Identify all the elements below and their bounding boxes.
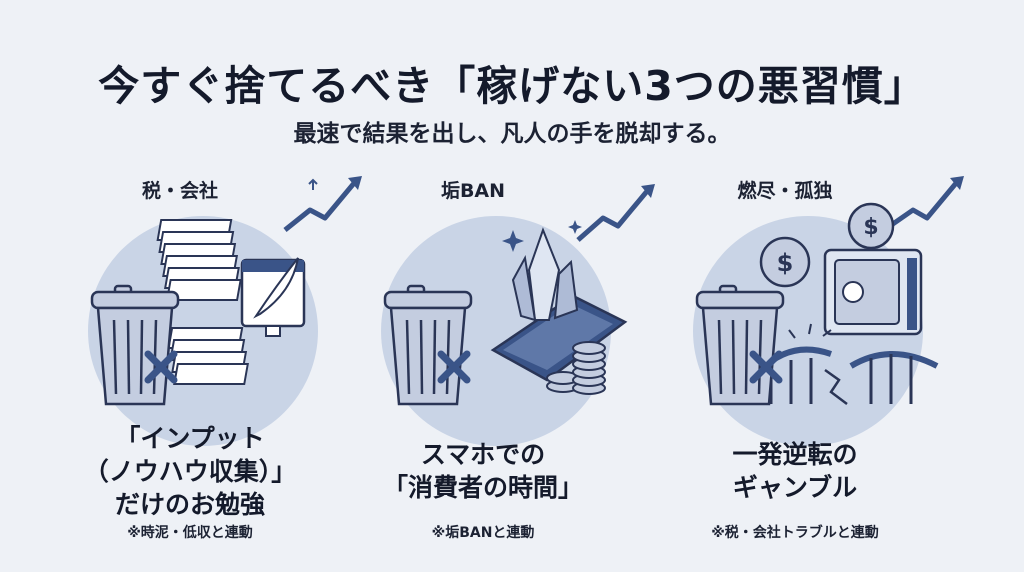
habit-text: 「インプット （ノウハウ収集）」 だけのお勉強 bbox=[40, 422, 340, 521]
habit-line: だけのお勉強 bbox=[114, 490, 265, 519]
coin-stack-icon bbox=[546, 341, 606, 395]
cross-mark-icon bbox=[749, 350, 783, 384]
habit-line: ギャンブル bbox=[732, 473, 858, 502]
trend-arrow-icon bbox=[283, 176, 362, 232]
svg-text:$: $ bbox=[777, 249, 794, 277]
habit-line: 「インプット bbox=[115, 424, 265, 453]
card-illustration bbox=[90, 176, 362, 406]
dollar-coin-icon: $ $ bbox=[759, 202, 895, 288]
habit-line: （ノウハウ収集）」 bbox=[83, 457, 297, 486]
trash-can-icon bbox=[383, 284, 473, 406]
document-stack-icon bbox=[156, 219, 249, 385]
habit-note: ※時泥・低収と連動 bbox=[127, 525, 253, 541]
safe-icon bbox=[823, 248, 923, 336]
quill-screen-icon bbox=[240, 257, 306, 337]
page-subtitle: 最速で結果を出し、凡人の手を脱却する。 bbox=[293, 121, 731, 147]
crystal-smartphone-icon bbox=[490, 220, 628, 382]
trend-arrow-icon bbox=[576, 184, 655, 242]
cross-mark-icon bbox=[437, 350, 471, 384]
habit-card-input: 税・会社 bbox=[70, 170, 370, 570]
habit-line: 一発逆転の bbox=[732, 440, 858, 469]
card-illustration: $ $ bbox=[695, 176, 964, 406]
trash-can-icon bbox=[90, 284, 180, 406]
svg-text:$: $ bbox=[863, 215, 878, 240]
habit-line: 「消費者の時間」 bbox=[382, 473, 583, 502]
habit-card-smartphone: 垢BAN bbox=[363, 170, 663, 570]
card-illustration bbox=[383, 184, 655, 406]
page-title: 今すぐ捨てるべき「稼げない3つの悪習慣」 bbox=[98, 62, 926, 110]
habit-card-gamble: 燃尽・孤独 $ $ bbox=[675, 170, 975, 570]
card-category: 税・会社 bbox=[141, 180, 218, 202]
habit-line: スマホでの bbox=[420, 440, 546, 469]
trash-can-icon bbox=[695, 284, 785, 406]
habit-text: 一発逆転の ギャンブル bbox=[645, 438, 945, 504]
habit-note: ※垢BANと連動 bbox=[431, 525, 535, 541]
trend-arrow-icon bbox=[888, 176, 964, 229]
broken-bridge-icon bbox=[758, 323, 939, 405]
habit-text: スマホでの 「消費者の時間」 bbox=[333, 438, 633, 504]
habit-note: ※税・会社トラブルと連動 bbox=[711, 525, 879, 541]
card-category: 垢BAN bbox=[440, 180, 506, 202]
card-category: 燃尽・孤独 bbox=[737, 180, 833, 202]
cross-mark-icon bbox=[144, 350, 178, 384]
